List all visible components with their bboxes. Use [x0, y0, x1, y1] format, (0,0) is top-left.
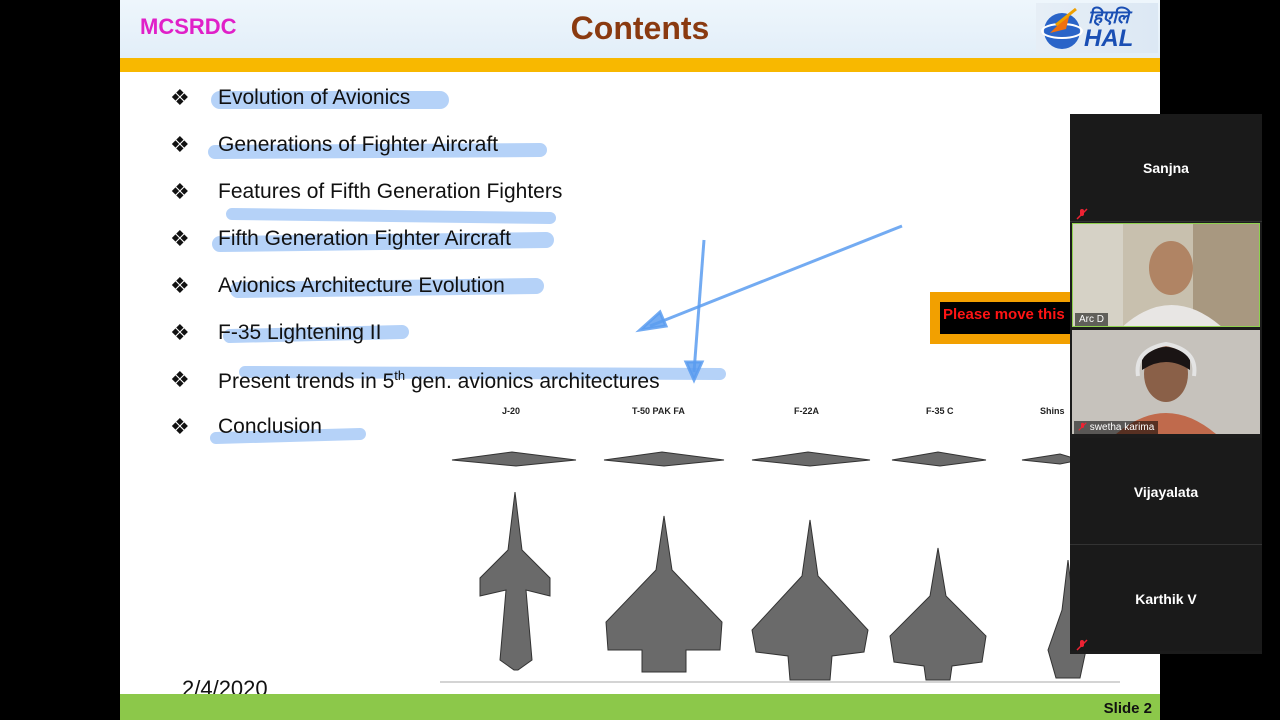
participant-tile-vijayalata[interactable]: Vijayalata	[1070, 438, 1262, 544]
aircraft-label: T-50 PAK FA	[632, 406, 685, 416]
header-band	[120, 58, 1160, 72]
bullet-icon: ❖	[170, 133, 190, 158]
slide-header: MCSRDC Contents हिएलि HAL	[120, 0, 1160, 58]
mic-off-icon	[1076, 208, 1088, 220]
participant-tile-sanjna[interactable]: Sanjna	[1070, 114, 1262, 220]
list-item: ❖ Conclusion	[170, 415, 322, 440]
aircraft-label: J-20	[502, 406, 521, 416]
participant-tile-swetha-karima[interactable]: swetha karima	[1072, 330, 1260, 434]
hal-emblem-icon	[1041, 7, 1083, 49]
video-feed	[1072, 330, 1260, 434]
participant-name: Karthik V	[1135, 591, 1197, 607]
notice-text: Please move this	[943, 306, 1065, 323]
bullet-icon: ❖	[170, 274, 190, 299]
participant-name: swetha karima	[1089, 422, 1155, 433]
participant-tile-karthik-v[interactable]: Karthik V	[1070, 545, 1262, 651]
slide-number: Slide 2	[1103, 700, 1152, 717]
mic-off-icon	[1078, 422, 1087, 431]
list-item: ❖ Fifth Generation Fighter Aircraft	[170, 227, 511, 252]
list-item: ❖ Avionics Architecture Evolution	[170, 274, 505, 299]
slide-footer: Slide 2	[120, 694, 1160, 720]
aircraft-label: F-35 C	[926, 406, 954, 416]
hal-logo: हिएलि HAL	[1036, 3, 1158, 53]
bullet-icon: ❖	[170, 368, 190, 393]
video-feed	[1073, 224, 1259, 326]
mic-off-icon	[1076, 639, 1088, 651]
participants-panel: Sanjna Arc D swetha ka	[1070, 114, 1262, 654]
bullet-icon: ❖	[170, 227, 190, 252]
list-item: ❖ Generations of Fighter Aircraft	[170, 133, 499, 158]
list-item: ❖ Features of Fifth Generation Fighters	[170, 180, 563, 205]
presentation-slide: MCSRDC Contents हिएलि HAL	[120, 0, 1160, 720]
aircraft-silhouettes	[440, 451, 1120, 683]
bullet-icon: ❖	[170, 415, 190, 440]
participant-name: Arc D	[1075, 313, 1108, 326]
logo-hindi: हिएलि	[1088, 7, 1130, 28]
aircraft-comparison-image: J-20 T-50 PAK FA F-22A F-35 C Shins	[440, 400, 1120, 690]
tile-divider	[1070, 544, 1262, 545]
aircraft-label: Shins	[1040, 406, 1065, 416]
list-item: ❖ F-35 Lightening II	[170, 321, 382, 346]
list-item: ❖ Evolution of Avionics	[170, 86, 411, 111]
participant-name: Vijayalata	[1133, 484, 1199, 500]
participant-tile-arc-d[interactable]: Arc D	[1072, 223, 1260, 327]
bullet-icon: ❖	[170, 321, 190, 346]
bullet-icon: ❖	[170, 86, 190, 111]
bullet-icon: ❖	[170, 180, 190, 205]
list-item: ❖ Present trends in 5th gen. avionics ar…	[170, 368, 660, 393]
participant-name: Sanjna	[1143, 160, 1189, 176]
aircraft-label: F-22A	[794, 406, 820, 416]
org-name: MCSRDC	[140, 14, 237, 39]
slide-title: Contents	[570, 10, 710, 44]
tile-divider	[1070, 221, 1262, 222]
logo-english: HAL	[1084, 25, 1134, 52]
